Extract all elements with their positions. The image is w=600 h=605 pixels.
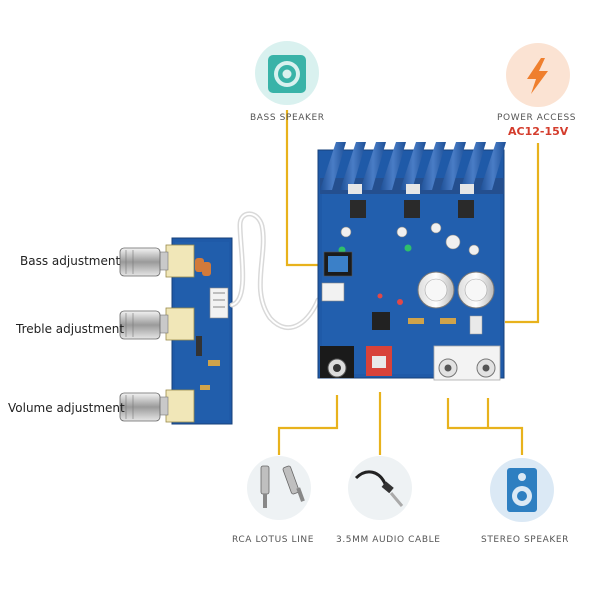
connection-wire <box>229 211 321 331</box>
heatsink <box>320 142 506 194</box>
bass-potentiometer <box>119 244 195 278</box>
rca-icon-bg <box>247 456 311 520</box>
rca-input-jack <box>320 346 354 378</box>
leader-bass-speaker <box>285 110 322 267</box>
volume-potentiometer <box>119 389 195 423</box>
leader-rca <box>277 395 339 455</box>
stereo-speaker-icon <box>507 468 537 512</box>
audio-cable-icon-bg <box>348 456 412 520</box>
speaker-output-jacks <box>433 345 501 381</box>
amplifier-board <box>317 142 506 381</box>
audio-cable-icon-group <box>348 456 412 520</box>
audio-jack-icon <box>354 470 404 507</box>
bass-speaker-icon-group <box>255 41 319 105</box>
leader-stereo <box>446 398 524 455</box>
audio-input-jack <box>366 346 392 376</box>
rca-plug-icon <box>260 465 305 508</box>
rca-icon-group <box>247 456 311 520</box>
power-access-icon-group <box>506 43 570 107</box>
volume-adjustment-label: Volume adjustment <box>8 401 125 415</box>
leader-lines <box>277 110 540 455</box>
lightning-bolt-icon <box>527 58 548 94</box>
speaker-cone-icon <box>268 55 306 93</box>
bass-speaker-label: BASS SPEAKER <box>250 113 325 123</box>
tone-control-board <box>119 237 233 425</box>
bass-adjustment-label: Bass adjustment <box>20 254 121 268</box>
treble-potentiometer <box>119 307 195 341</box>
leader-power-access <box>505 143 540 324</box>
treble-adjustment-label: Treble adjustment <box>16 322 125 336</box>
stereo-speaker-label: STEREO SPEAKER <box>481 535 570 545</box>
stereo-speaker-icon-group <box>490 458 554 522</box>
power-access-label: POWER ACCESS <box>497 113 577 123</box>
power-voltage-label: AC12-15V <box>508 125 569 138</box>
filter-capacitors <box>417 271 495 309</box>
audio-cable-label: 3.5MM AUDIO CABLE <box>336 535 441 545</box>
rca-lotus-line-label: RCA LOTUS LINE <box>232 535 315 545</box>
